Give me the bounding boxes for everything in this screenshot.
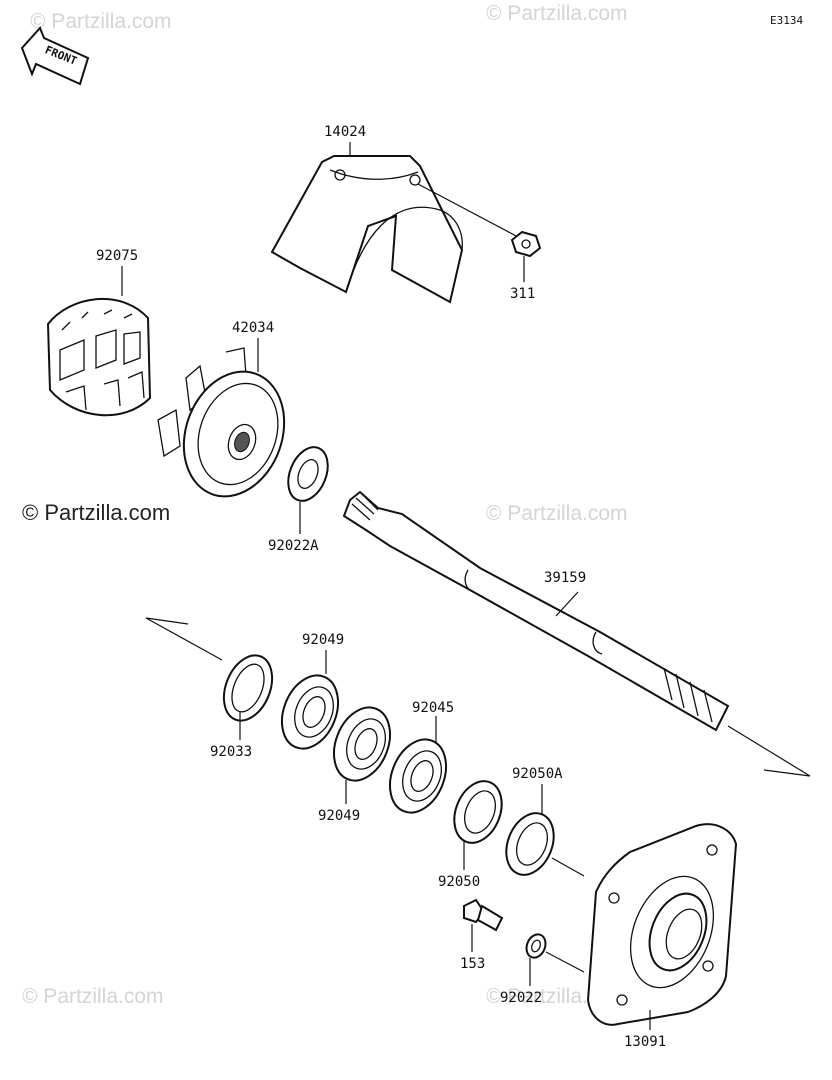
label-92033: 92033: [210, 744, 252, 760]
shaft-39159: [342, 490, 811, 777]
label-39159: 39159: [544, 570, 586, 586]
watermark-top-right: © Partzilla.com: [486, 2, 628, 25]
label-92022: 92022: [500, 990, 542, 1006]
washer-92022: [525, 933, 585, 986]
bearing-92049-b: [333, 706, 391, 804]
label-153: 153: [460, 956, 485, 972]
label-92045: 92045: [412, 700, 454, 716]
label-13091: 13091: [624, 1034, 666, 1050]
label-92075: 92075: [96, 248, 138, 264]
housing-13091: [586, 823, 738, 1030]
watermark-bottom-left: © Partzilla.com: [22, 985, 164, 1008]
bolt-153: [463, 898, 504, 952]
label-92050A: 92050A: [512, 766, 563, 782]
label-92022A: 92022A: [268, 538, 319, 554]
watermark-mid-right: © Partzilla.com: [486, 502, 628, 525]
watermark-mid-left: © Partzilla.com: [22, 500, 170, 525]
circlip-92033: [222, 654, 274, 740]
label-311: 311: [510, 286, 535, 302]
front-arrow-icon: FRONT: [20, 26, 90, 86]
label-14024: 14024: [324, 124, 366, 140]
seal-92050: [453, 780, 503, 870]
damper-92075: [46, 266, 152, 417]
nut-311: [510, 230, 542, 282]
label-92049-top: 92049: [302, 632, 344, 648]
label-92050: 92050: [438, 874, 480, 890]
watermark-top-left: © Partzilla.com: [30, 10, 172, 33]
impeller-42034: [157, 338, 286, 498]
centerline-arrow: [145, 617, 223, 661]
diagram-code: E3134: [770, 14, 803, 27]
label-92049-bottom: 92049: [318, 808, 360, 824]
seal-92050A: [505, 784, 585, 877]
bearing-92045: [389, 716, 447, 814]
washer-92022A: [287, 446, 329, 534]
label-42034: 42034: [232, 320, 274, 336]
cover-14024: [270, 142, 521, 304]
bearing-92049-a: [281, 650, 339, 750]
